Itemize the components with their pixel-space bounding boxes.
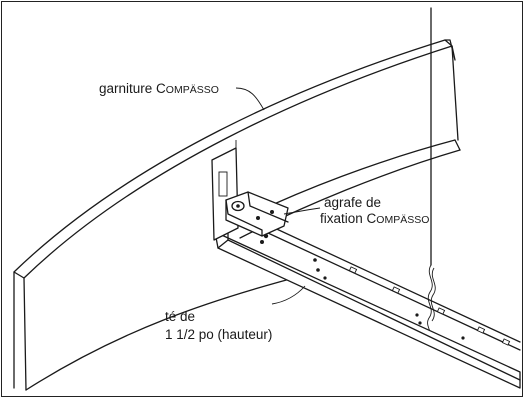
compasso-trim [13, 39, 459, 391]
clip-label-line1: agrafe de [324, 195, 381, 210]
tee-label-line1: té de [165, 309, 195, 324]
main-tee [214, 211, 521, 389]
mounting-plate [211, 147, 239, 241]
tee-label-line2: 1 1/2 po (hauteur) [165, 327, 272, 342]
clip-label-line2: fixation COMPÄSSO [320, 211, 429, 226]
trim-label: garniture COMPÄSSO [99, 81, 219, 96]
compasso-clip [225, 191, 289, 244]
hanger-wire [427, 7, 436, 343]
leader-lines [235, 87, 321, 305]
